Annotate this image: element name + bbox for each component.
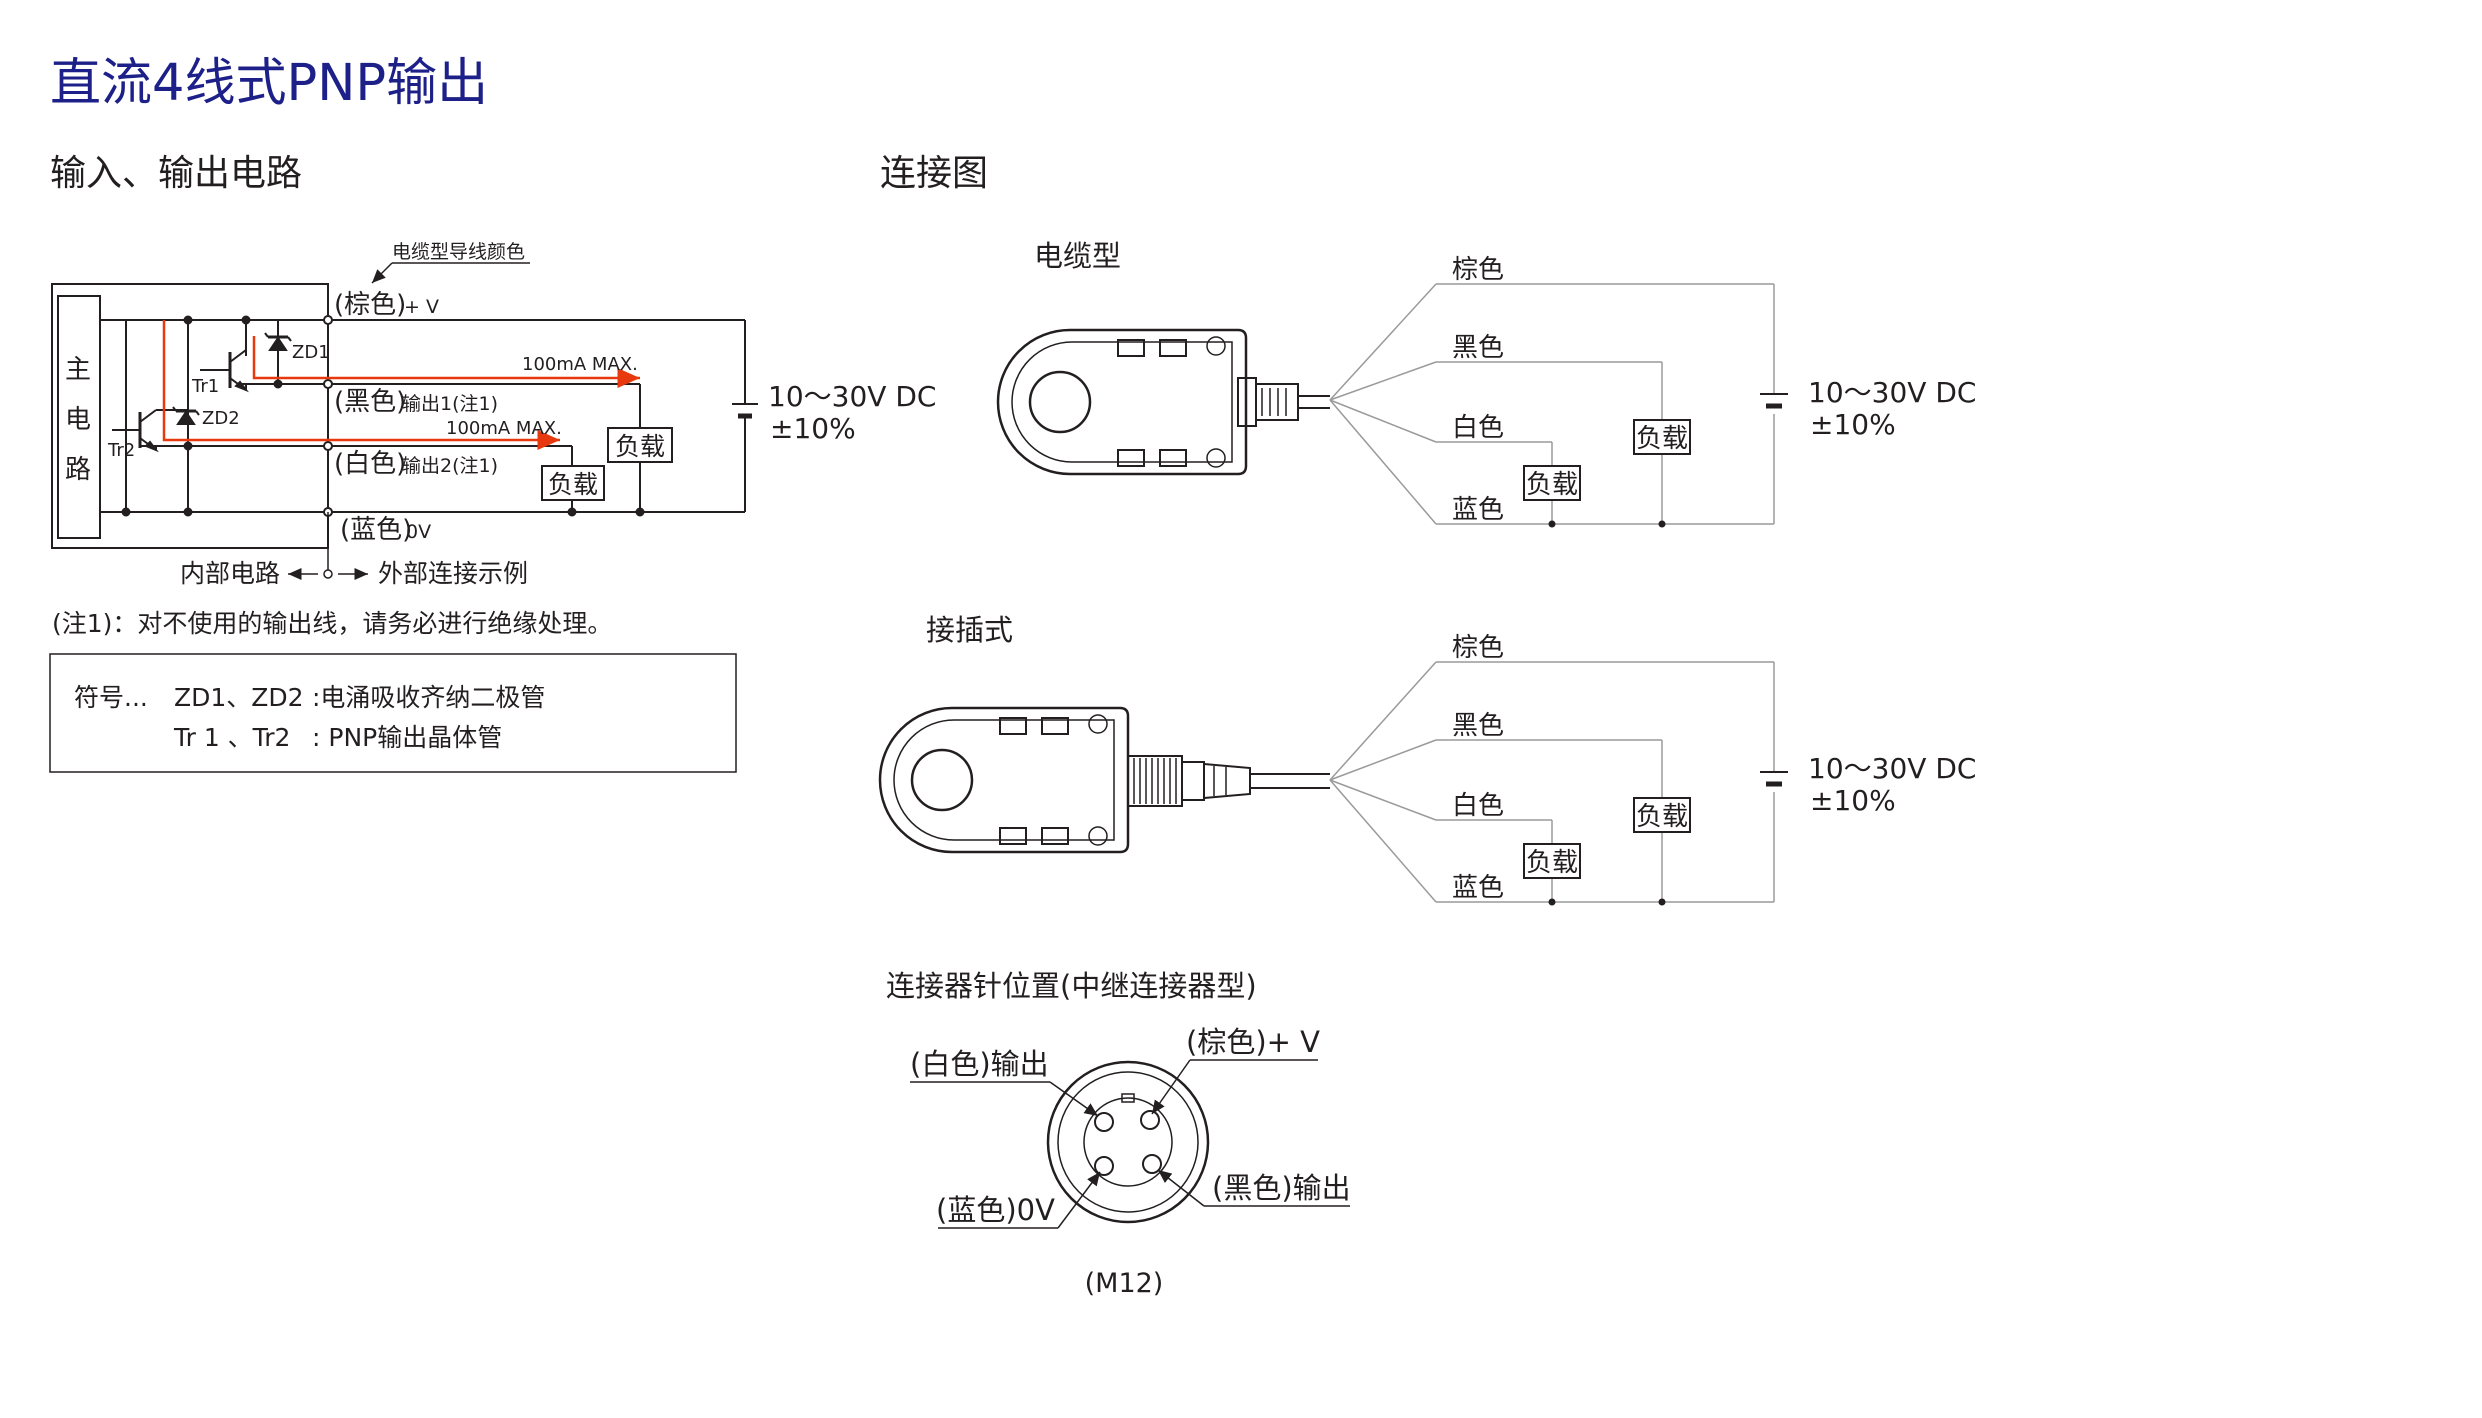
- wire-brown-label: (棕色): [334, 290, 406, 320]
- cable-wire-blue: 蓝色: [1452, 495, 1504, 525]
- legend-row2-desc: : PNP输出晶体管: [312, 723, 502, 752]
- zd1-zener: [268, 336, 288, 351]
- current-max-1: 100mA MAX.: [522, 354, 638, 375]
- plug-load-label-1: 负载: [1636, 802, 1688, 832]
- wire-white-label: (白色): [334, 449, 406, 479]
- cable-wire-black: 黑色: [1452, 333, 1504, 363]
- load-box-1: [607, 427, 673, 463]
- plug-type-label: 接插式: [926, 613, 1013, 647]
- main-circuit-char-3: 路: [65, 455, 91, 485]
- pin-white-label: (白色)输出: [910, 1047, 1049, 1081]
- cable-load-label-2: 负载: [1526, 470, 1578, 500]
- plug-wire-white: 白色: [1452, 791, 1504, 821]
- wire-brown-suffix: + V: [404, 296, 439, 318]
- internal-circuit-box: [51, 283, 329, 549]
- load-label-1: 负载: [615, 432, 665, 461]
- plug-type-sensor: [878, 706, 1330, 854]
- cable-load-box-1: [1633, 419, 1691, 455]
- load-box-2: [541, 465, 605, 501]
- plug-supply-tolerance: ±10%: [1810, 784, 1896, 817]
- plug-supply-voltage: 10～30V DC: [1808, 752, 1976, 785]
- external-example-label: 外部连接示例: [378, 559, 528, 588]
- cable-type-wire-fanout: [1329, 283, 1775, 525]
- pin-brown-label: (棕色)+ V: [1186, 1025, 1320, 1059]
- tr2-label: Tr2: [107, 440, 135, 461]
- main-circuit-block: [57, 295, 101, 539]
- internal-circuit-label: 内部电路: [180, 559, 280, 588]
- current-max-2: 100mA MAX.: [446, 418, 562, 439]
- connection-heading: 连接图: [880, 153, 989, 194]
- pin-black-label: (黑色)输出: [1212, 1171, 1351, 1205]
- load-label-2: 负载: [548, 470, 598, 499]
- cable-wire-white: 白色: [1452, 413, 1504, 443]
- main-circuit-char-2: 电: [65, 405, 91, 435]
- zd2-label: ZD2: [202, 408, 240, 429]
- cable-supply-voltage: 10～30V DC: [1808, 376, 1976, 409]
- wire-color-caption: 电缆型导线颜色: [392, 241, 525, 263]
- plug-load-box-1: [1633, 797, 1691, 833]
- plug-type-wire-fanout: [1329, 661, 1775, 903]
- current-path-output2: [162, 320, 560, 450]
- cable-wire-brown: 棕色: [1452, 255, 1504, 285]
- cable-type-label: 电缆型: [1034, 239, 1121, 273]
- cable-load-box-2: [1523, 465, 1581, 501]
- legend-row2-symbol: Tr 1 、Tr2: [173, 723, 290, 752]
- note-text: (注1)：对不使用的输出线，请务必进行绝缘处理。: [52, 609, 612, 638]
- tr1-label: Tr1: [191, 376, 219, 397]
- wire-white-suffix: 输出2(注1): [402, 455, 498, 477]
- legend-row1-symbol: ZD1、ZD2: [174, 683, 304, 712]
- supply-tolerance: ±10%: [770, 412, 856, 445]
- plug-load-label-2: 负载: [1526, 848, 1578, 878]
- legend-box: [49, 653, 737, 773]
- plug-load-box-2: [1523, 843, 1581, 879]
- wire-blue-suffix: 0V: [406, 521, 431, 543]
- m12-model-label: (M12): [1085, 1268, 1164, 1299]
- connector-pins-heading: 连接器针位置(中继连接器型): [886, 969, 1257, 1003]
- connector-leader-lines: [910, 1059, 1350, 1229]
- plug-wire-blue: 蓝色: [1452, 873, 1504, 903]
- legend-row1-desc: :电涌吸收齐纳二极管: [312, 683, 545, 712]
- cable-type-sensor: [996, 328, 1330, 476]
- plug-wire-brown: 棕色: [1452, 633, 1504, 663]
- plug-wire-black: 黑色: [1452, 711, 1504, 741]
- circuit-heading: 输入、输出电路: [50, 153, 303, 194]
- io-circuit: [49, 262, 758, 773]
- wire-black-label: (黑色): [334, 387, 406, 417]
- cable-load-label-1: 负载: [1636, 424, 1688, 454]
- legend-symbol-label: 符号...: [74, 683, 148, 712]
- cable-supply-tolerance: ±10%: [1810, 408, 1896, 441]
- wire-black-suffix: 输出1(注1): [402, 393, 498, 415]
- current-path-output1: [252, 336, 640, 388]
- page-title: 直流4线式PNP输出: [50, 54, 489, 113]
- zd2-zener: [176, 410, 196, 425]
- pin-blue-label: (蓝色)0V: [936, 1193, 1055, 1227]
- main-circuit-char-1: 主: [65, 355, 91, 385]
- supply-voltage: 10～30V DC: [768, 380, 936, 413]
- m12-connector: [1046, 1060, 1210, 1224]
- wire-blue-label: (蓝色): [340, 515, 412, 545]
- zd1-label: ZD1: [292, 342, 330, 363]
